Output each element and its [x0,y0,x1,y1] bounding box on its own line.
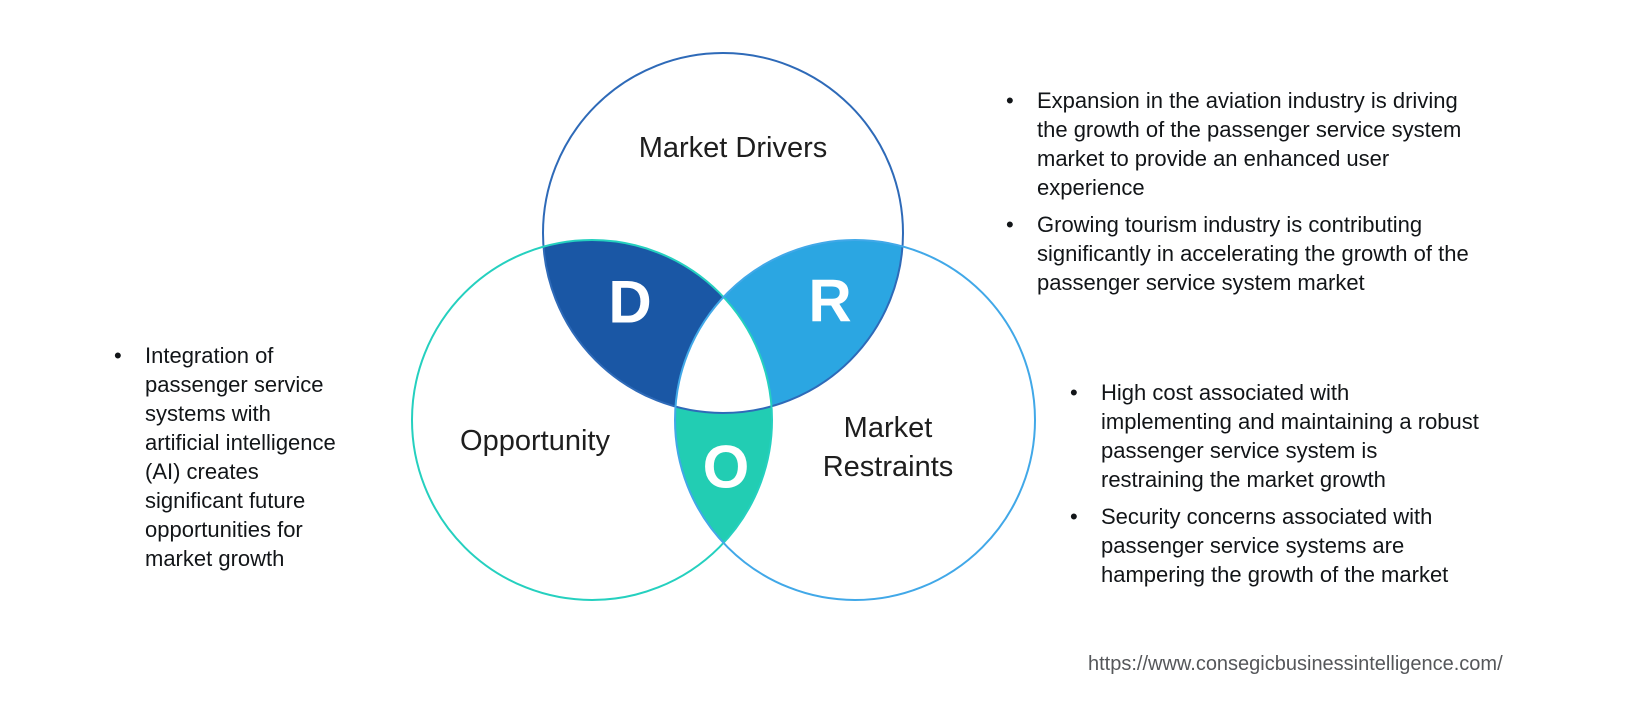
driver-bullet-text: Growing tourism industry is contributing… [1037,212,1469,295]
d-region [543,240,772,413]
drivers-bullets: • Expansion in the aviation industry is … [1006,86,1482,305]
o-letter: O [703,434,750,501]
opportunity-circle-outline [411,239,773,601]
d-letter: D [608,269,651,336]
restraint-bullet-text: High cost associated with implementing a… [1101,380,1479,492]
r-letter: R [808,268,851,335]
restraints-bullets: • High cost associated with implementing… [1070,378,1481,597]
list-item: • Growing tourism industry is contributi… [1006,210,1482,297]
opportunity-label: Opportunity [460,425,610,457]
list-item: • Security concerns associated with pass… [1070,502,1481,589]
restraints-label: Market Restraints [822,412,954,483]
r-region [675,240,903,413]
restraints-circle-outline [674,239,1036,601]
list-item: • Integration of passenger service syste… [114,341,341,573]
bullet-icon: • [1070,380,1078,405]
driver-bullet-text: Expansion in the aviation industry is dr… [1037,88,1462,200]
opportunity-bullets: • Integration of passenger service syste… [114,341,341,581]
opportunity-bullet-text: Integration of passenger service systems… [145,343,336,571]
bullet-icon: • [114,343,122,368]
venn-diagram: D R O [411,52,1036,601]
bullet-icon: • [1070,504,1078,529]
drivers-label: Market Drivers [638,132,828,164]
source-url: https://www.consegicbusinessintelligence… [1088,653,1503,675]
bullet-icon: • [1006,88,1014,113]
drivers-circle-outline [542,52,904,414]
restraint-bullet-text: Security concerns associated with passen… [1101,504,1449,587]
list-item: • Expansion in the aviation industry is … [1006,86,1482,202]
bullet-icon: • [1006,212,1014,237]
list-item: • High cost associated with implementing… [1070,378,1481,494]
